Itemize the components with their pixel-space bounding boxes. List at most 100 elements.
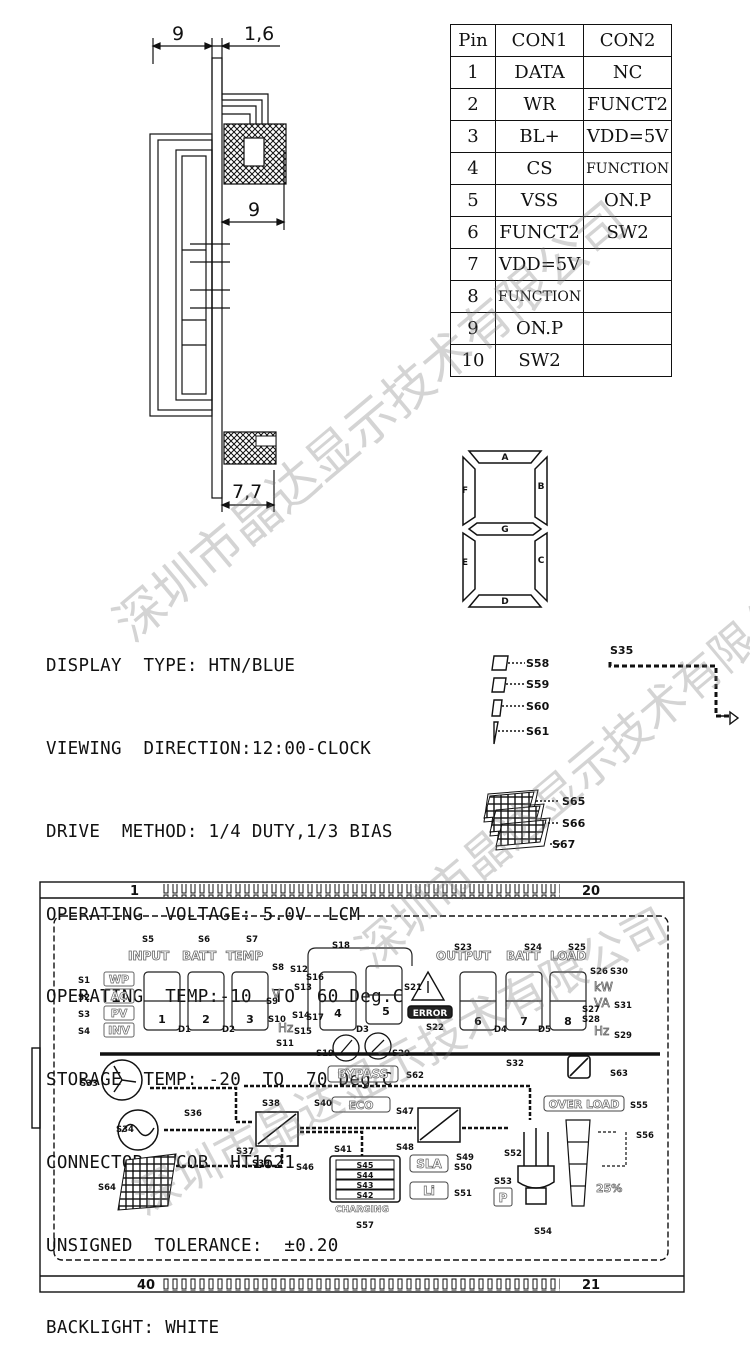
seg-label-s28: S28 [582, 1015, 600, 1025]
con2-cell: NC [583, 56, 673, 89]
label-inv: INV [108, 1024, 130, 1037]
seg-label-s5: S5 [142, 935, 154, 945]
seg-label-s37: S37 [236, 1147, 254, 1157]
con2-cell: VDD=5V [583, 120, 673, 153]
seg-label-s47: S47 [396, 1107, 414, 1117]
dim-bottom: 7,7 [232, 481, 262, 503]
seg-label-s8: S8 [272, 963, 284, 973]
seg-label-s51: S51 [454, 1189, 472, 1199]
spec-list: DISPLAY TYPE: HTN/BLUE VIEWING DIRECTION… [46, 598, 404, 1371]
pin-cell: 6 [450, 216, 496, 249]
seg-label-s41: S41 [334, 1145, 352, 1155]
con1-cell: WR [494, 88, 585, 121]
label-wp: WP [109, 973, 129, 986]
seg-label-s54: S54 [534, 1227, 552, 1237]
battery-seg-s45: S45 [357, 1161, 374, 1170]
seg-label-d2: D2 [222, 1025, 235, 1035]
seg-label-s40: S40 [314, 1099, 332, 1109]
legend-s60: S60 [526, 700, 550, 713]
title-input: INPUT [128, 949, 170, 963]
dim-mid: 9 [248, 199, 260, 221]
seg-label-s34: S34 [116, 1125, 134, 1135]
spec-backlight: BACKLIGHT: WHITE [46, 1318, 220, 1339]
con1-cell: CS [494, 152, 585, 185]
seg-label-s14: S14 [292, 1011, 310, 1021]
title-output: OUTPUT [436, 949, 492, 963]
seg-label-s30: S30 [610, 967, 628, 977]
pin-cell: 8 [450, 280, 496, 313]
legend-s59: S59 [526, 678, 549, 691]
unit-kw: kW [594, 980, 613, 994]
seg-label-s38: S38 [262, 1099, 280, 1109]
con1-cell: FUNCTION [494, 280, 585, 313]
seg-label-s31: S31 [614, 1001, 632, 1011]
seg-label-s22: S22 [426, 1023, 444, 1033]
seg-label-s23: S23 [454, 943, 472, 953]
mute-icon [567, 1055, 591, 1079]
dim-top-left: 9 [172, 23, 184, 45]
li-label: Li [423, 1184, 435, 1198]
seg-label-s13: S13 [294, 983, 312, 993]
pin-cell: 3 [450, 120, 496, 153]
pct-label: 25% [596, 1182, 622, 1195]
digit-7: 7 [520, 1015, 528, 1028]
pin-cell: 1 [450, 56, 496, 89]
spec-viewing-direction: VIEWING DIRECTION:12:00-CLOCK [46, 738, 372, 759]
seg-label-s64: S64 [98, 1183, 116, 1193]
seg-label-s7: S7 [246, 935, 258, 945]
eco-label: ECO [349, 1099, 374, 1112]
fan-icon [101, 1059, 143, 1101]
con1-cell: BL+ [494, 120, 585, 153]
seg-label-s19: S19 [316, 1049, 334, 1059]
seg-label-s20: S20 [392, 1049, 410, 1059]
pin-cell: 4 [450, 152, 496, 185]
dim-top-right: 1,6 [244, 23, 274, 45]
title-load: LOAD [550, 949, 586, 963]
seg-a-label: A [502, 453, 509, 463]
seg-label-s10: S10 [268, 1015, 286, 1025]
seg-label-s6: S6 [198, 935, 210, 945]
con1-cell: VDD=5V [494, 248, 585, 281]
legend-s66: S66 [562, 817, 586, 830]
pin-label-21: 21 [582, 1278, 600, 1293]
battery-seg-s44: S44 [357, 1171, 374, 1180]
seg-label-s63: S63 [610, 1069, 628, 1079]
spec-tolerance: UNSIGNED TOLERANCE: ±0.20 [46, 1235, 339, 1256]
con2-header: CON2 [583, 24, 673, 57]
seg-label-s2: S2 [78, 993, 90, 1003]
spec-display-type: DISPLAY TYPE: HTN/BLUE [46, 656, 296, 677]
con2-cell [583, 312, 673, 345]
legend-s35: S35 [610, 644, 633, 657]
title-batt-out: BATT [506, 949, 541, 963]
spec-operating-temp: OPERATING TEMP:-10 TO 60 Deg.C [46, 987, 404, 1008]
seg-label-d1: D1 [178, 1025, 191, 1035]
seg-label-s1: S1 [78, 976, 90, 986]
lcd-front-view: 1 20 40 21 INPUT BATT TEMP OUTPUT BATT L… [31, 881, 685, 1293]
solar-panel-icon [117, 1153, 177, 1211]
seg-label-s52: S52 [504, 1149, 522, 1159]
title-batt-in: BATT [182, 949, 217, 963]
unit-va: VA [594, 996, 610, 1010]
pin-header: Pin [450, 24, 496, 57]
con1-header: CON1 [494, 24, 585, 57]
digit-5: 5 [382, 1005, 390, 1018]
spec-drive-method: DRIVE METHOD: 1/4 DUTY,1/3 BIAS [46, 821, 393, 842]
con2-cell [583, 248, 673, 281]
con1-cell: ON.P [494, 312, 585, 345]
con1-cell: SW2 [494, 344, 585, 377]
seg-label-s62: S62 [406, 1071, 424, 1081]
seg-label-s55: S55 [630, 1101, 648, 1111]
pin-label-20: 20 [582, 884, 600, 899]
seg-label-d3: D3 [356, 1025, 369, 1035]
overload-label: OVER LOAD [549, 1098, 620, 1111]
sla-label: SLA [416, 1157, 442, 1171]
error-badge: ERROR [413, 1009, 448, 1019]
digit-3: 3 [246, 1013, 254, 1026]
legend-s58: S58 [526, 657, 549, 670]
bypass-label: BYPASS [338, 1067, 389, 1081]
seg-label-s49: S49 [456, 1153, 474, 1163]
